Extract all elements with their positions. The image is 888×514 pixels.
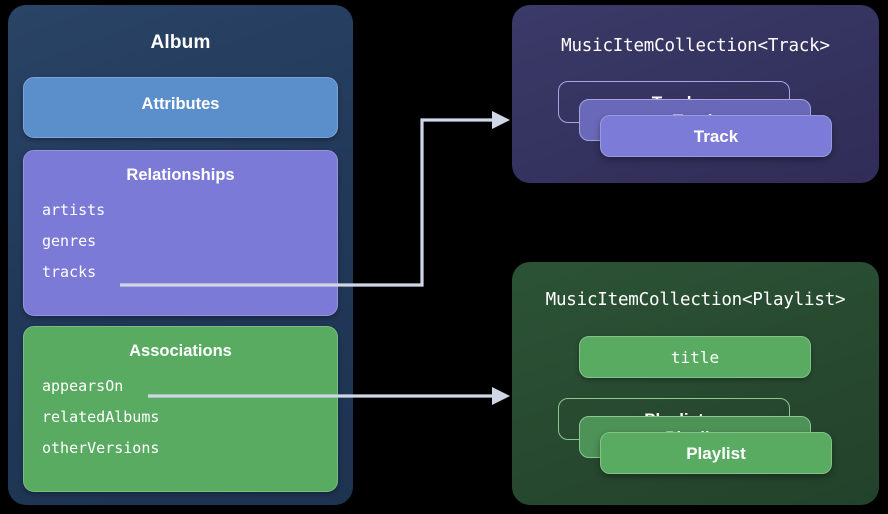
association-field-relatedalbums[interactable]: relatedAlbums	[42, 408, 160, 426]
attributes-heading: Attributes	[141, 95, 220, 113]
playlist-collection-title: MusicItemCollection<Playlist>	[545, 290, 846, 310]
playlist-card-front[interactable]: Playlist	[600, 432, 832, 474]
album-panel: Album Attributes Relationships artists g…	[8, 5, 353, 505]
track-collection-title: MusicItemCollection<Track>	[561, 36, 830, 56]
association-field-otherversions[interactable]: otherVersions	[42, 439, 160, 457]
relationships-field-list: artists genres tracks	[24, 185, 337, 288]
relationship-field-genres[interactable]: genres	[42, 232, 97, 250]
association-field-appearson[interactable]: appearsOn	[42, 377, 124, 395]
relationship-field-artists[interactable]: artists	[42, 201, 106, 219]
associations-heading: Associations	[129, 342, 232, 360]
associations-section-card[interactable]: Associations appearsOn relatedAlbums oth…	[23, 326, 338, 492]
attributes-section-card[interactable]: Attributes	[23, 77, 338, 138]
connector-appearson-arrowhead	[492, 387, 510, 405]
playlist-collection-panel: MusicItemCollection<Playlist> title Play…	[512, 262, 879, 505]
relationships-section-card[interactable]: Relationships artists genres tracks	[23, 150, 338, 316]
associations-field-list: appearsOn relatedAlbums otherVersions	[24, 361, 337, 464]
track-collection-panel: MusicItemCollection<Track> Track Track T…	[512, 5, 879, 183]
relationship-field-tracks[interactable]: tracks	[42, 263, 97, 281]
album-panel-title: Album	[150, 32, 211, 53]
relationships-heading: Relationships	[126, 166, 235, 184]
connector-tracks-arrowhead	[492, 111, 510, 129]
playlist-title-field-card[interactable]: title	[579, 336, 811, 378]
track-card-front[interactable]: Track	[600, 115, 832, 157]
